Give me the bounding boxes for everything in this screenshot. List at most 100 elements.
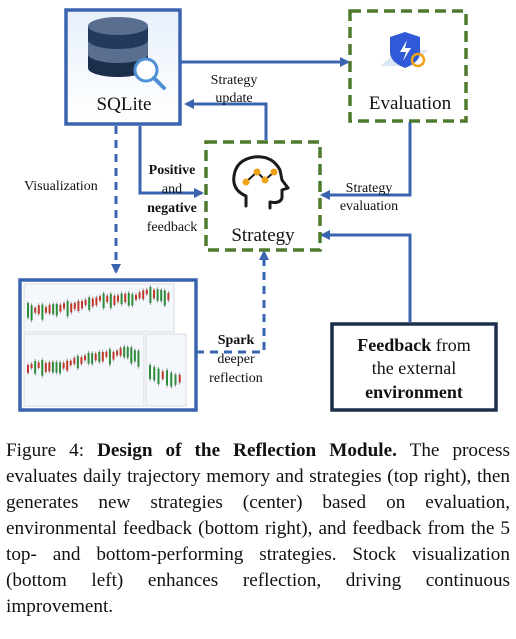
candle-body [41, 304, 44, 320]
candle-body [145, 289, 148, 295]
candle-body [34, 361, 37, 374]
feedback-from-word: from [431, 335, 471, 355]
edge-strategy-update [184, 99, 268, 140]
spark-label-3: reflection [209, 371, 263, 386]
strategy-update-label-2: update [215, 91, 252, 106]
candle-body [66, 360, 69, 371]
spark-label-1: Spark [218, 333, 255, 348]
candle-body [55, 304, 58, 316]
candle-body [30, 305, 33, 321]
feedback-edge-label-1: Positive [149, 163, 196, 178]
sqlite-node: SQLite [64, 8, 182, 126]
candle-body [156, 289, 159, 301]
candle-body [34, 307, 37, 313]
candle-body [131, 294, 134, 306]
feedback-bold-word: Feedback [357, 335, 431, 355]
candle-body [37, 305, 40, 315]
candle-body [160, 289, 163, 302]
shield-badge-icon [380, 32, 428, 68]
visualization-label: Visualization [24, 179, 98, 194]
candle-body [80, 357, 83, 364]
figure-caption: Figure 4: Design of the Reflection Modul… [6, 438, 510, 620]
feedback-line-3: environment [365, 382, 463, 402]
feedback-line-1: Feedback from [357, 335, 471, 355]
candle-body [84, 299, 87, 305]
candle-body [69, 360, 72, 366]
database-search-icon [88, 17, 166, 90]
candle-body [123, 346, 126, 358]
brain-head-icon [232, 155, 290, 210]
candle-body [130, 347, 133, 364]
candle-body [109, 293, 112, 308]
candle-body [73, 357, 76, 364]
candle-body [30, 363, 33, 369]
strategy-eval-label-2: evaluation [340, 199, 398, 214]
candle-body [44, 362, 47, 372]
candle-body [120, 293, 123, 305]
candle-body [55, 362, 58, 373]
candle-body [48, 362, 51, 372]
feedback-line-2: the external [372, 358, 456, 378]
candle-body [106, 295, 109, 302]
caption-body: The process evaluates daily trajectory m… [6, 440, 510, 617]
candle-body [99, 296, 101, 301]
candle-body [70, 303, 73, 313]
candle-body [163, 290, 166, 306]
candle-body [98, 351, 101, 362]
strategy-eval-label-1: Strategy [346, 181, 393, 196]
candle-body [113, 295, 116, 305]
candle-body [91, 353, 94, 365]
candle-body [157, 368, 160, 384]
candle-body [153, 367, 156, 381]
candle-body [166, 370, 168, 386]
candle-body [137, 350, 140, 367]
candle-body [73, 302, 76, 310]
candle-body [27, 365, 29, 373]
candle-body [59, 304, 62, 312]
candle-body [149, 287, 152, 303]
candle-body [117, 295, 119, 302]
candle-body [161, 371, 164, 380]
candle-body [142, 290, 145, 300]
candle-body [95, 297, 98, 306]
feedback-edge-label-2: and [162, 182, 182, 197]
chart-panel [145, 333, 187, 407]
candle-body [149, 365, 151, 380]
candle-body [37, 362, 40, 368]
sqlite-label: SQLite [97, 94, 152, 115]
candle-body [77, 301, 80, 312]
candle-body [94, 353, 97, 361]
evaluation-node: Evaluation [348, 9, 468, 123]
candle-body [108, 349, 111, 365]
strategy-label: Strategy [231, 225, 295, 246]
candlestick-plot [23, 283, 187, 407]
candle-body [116, 350, 119, 356]
candle-body [127, 292, 130, 306]
environment-feedback-node: Feedback from the external environment [330, 322, 498, 412]
candle-body [62, 362, 65, 369]
candle-body [81, 301, 83, 309]
candle-body [91, 298, 94, 307]
caption-title: Design of the Reflection Module. [97, 440, 397, 461]
candle-body [52, 304, 55, 315]
candle-body [41, 360, 44, 376]
edge-environment-feedback [320, 230, 412, 322]
candle-body [133, 350, 136, 362]
candle-body [48, 304, 51, 314]
strategy-update-label-1: Strategy [211, 73, 258, 88]
stock-charts-thumbnail [18, 278, 198, 412]
edge-strategy-evaluation [320, 122, 412, 200]
candle-body [59, 362, 62, 374]
candle-body [66, 300, 69, 317]
candle-body [135, 294, 137, 300]
candle-body [105, 351, 108, 357]
candle-body [51, 361, 54, 373]
candle-body [167, 292, 170, 301]
candle-body [138, 292, 141, 299]
candle-body [178, 374, 181, 383]
candle-body [124, 293, 127, 303]
candle-body [87, 352, 90, 364]
candle-body [174, 374, 177, 385]
candle-body [102, 293, 105, 308]
candle-body [119, 348, 122, 356]
